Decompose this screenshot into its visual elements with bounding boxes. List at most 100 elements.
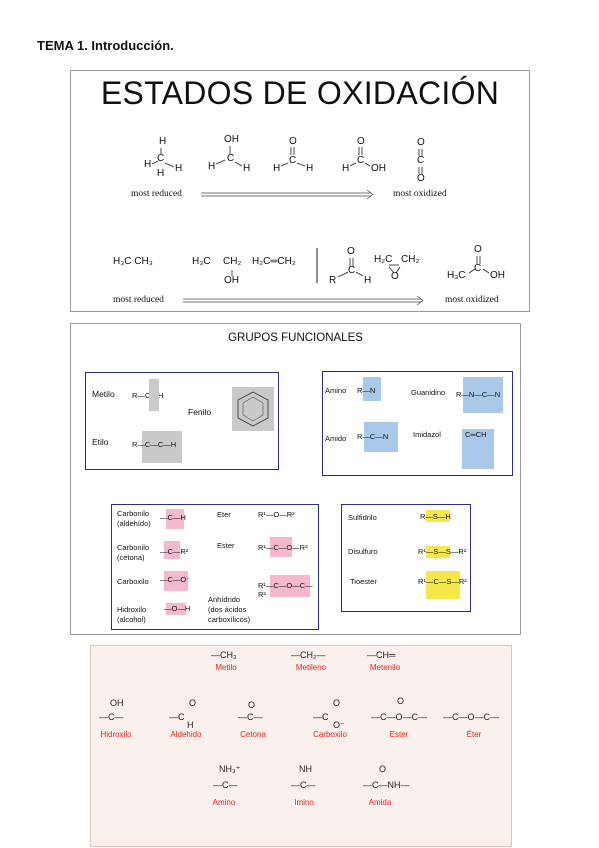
formula-disulfuro: R¹—S—S—R² — [418, 547, 467, 556]
summary-amida-top: O — [379, 764, 387, 774]
formula-cetona: —C—R² — [160, 547, 189, 556]
summary-metilo-label: Metilo — [215, 663, 237, 672]
group-summary-figure: —CH₃ Metilo —CH₂— Metileno —CH═ Metenilo… — [90, 645, 512, 847]
label-etilo: Etilo — [92, 437, 109, 447]
epoxide-ch2: CH₂ — [401, 254, 420, 265]
summary-amino-formula: —C— — [213, 780, 238, 790]
box-oxygen-groups: Carbonilo (aldehído) —C—H Carbonilo (cet… — [111, 504, 319, 630]
formic-h: H — [342, 163, 350, 174]
summary-amida-formula: —C—NH— — [363, 780, 410, 790]
label-carbonilo-cetona: Carbonilo (cetona) — [117, 543, 150, 562]
summary-amida-label: Amida — [368, 798, 392, 807]
summary-carboxilo-formula: —C — [313, 712, 329, 722]
summary-metileno-formula: —CH₂— — [291, 650, 326, 660]
summary-imino-formula: —C— — [291, 780, 316, 790]
label-amido: Amido — [325, 434, 347, 443]
formula-aldehido: —C—H — [160, 513, 186, 522]
summary-amino-top: NH₃⁺ — [219, 764, 241, 774]
formula-hidroxilo: —O—H — [164, 604, 191, 613]
formic-o: O — [357, 136, 365, 147]
formula-carboxilo: —C—O⁻ — [160, 575, 191, 584]
row1-structures: H H C H H OH H C H O H C H O H C OH O C … — [71, 71, 529, 311]
formula-amino: R—N — [357, 386, 376, 395]
tioester-highlight — [426, 571, 460, 599]
ethanol-ch2: CH₂ — [223, 256, 242, 267]
formula-etilo: R—C—C—H — [132, 440, 177, 449]
row2-most-oxidized: most oxidized — [445, 295, 499, 305]
oxidation-title: ESTADOS DE OXIDACIÓN — [100, 75, 500, 111]
methanol-oh: OH — [224, 134, 239, 145]
formaldehyde-right-h: H — [306, 163, 314, 174]
groups-title: GRUPOS FUNCIONALES — [228, 332, 363, 344]
summary-carboxilo-label: Carboxilo — [313, 730, 347, 739]
summary-aldehido-formula: —C — [169, 712, 185, 722]
ethane: H₃C CH₃ — [113, 256, 153, 267]
label-ester: Ester — [217, 541, 235, 550]
metilo-highlight — [149, 379, 159, 411]
formula-sulfidrilo: R—S—H — [420, 512, 451, 521]
summary-hidroxilo-label: Hidroxilo — [100, 730, 132, 739]
row2-most-reduced: most reduced — [113, 295, 164, 305]
summary-carboxilo-bottom: O⁻ — [333, 720, 345, 730]
row1-most-oxidized: most oxidized — [393, 189, 447, 199]
box-hydrocarbon-groups: Metilo R—C—H Etilo R—C—C—H Fenilo — [85, 372, 279, 470]
methane-right-h: H — [175, 163, 183, 174]
summary-carboxilo-top: O — [333, 698, 341, 708]
summary-eter-formula: —C—O—C— — [443, 712, 499, 722]
summary-ester-label: Ester — [389, 730, 409, 739]
label-carboxilo: Carboxilo — [117, 577, 149, 586]
summary-amino-label: Amino — [212, 798, 236, 807]
cetona-highlight — [164, 541, 180, 559]
co2-c: C — [417, 155, 425, 166]
carboxilo-highlight — [164, 571, 188, 591]
methane-bottom-h: H — [157, 168, 165, 179]
aldehyde-r: R — [329, 275, 337, 286]
fenilo-highlight — [232, 387, 274, 431]
summary-cetona-top: O — [248, 700, 256, 710]
box-sulfur-groups: Sulfidrilo R—S—H Disulfuro R¹—S—S—R² Tio… — [341, 504, 471, 612]
summary-aldehido-label: Aldehido — [170, 730, 202, 739]
guanidino-highlight — [463, 377, 503, 413]
acid-h3c: H₃C — [447, 270, 466, 281]
ethene: H₂C═CH₂ — [252, 256, 296, 267]
summary-imino-label: Imino — [294, 798, 314, 807]
summary-hidroxilo-formula: —C— — [99, 712, 124, 722]
label-carbonilo-aldehido: Carbonilo (aldehído) — [117, 509, 151, 528]
formula-anhidrido: R¹—C—O—C—R² — [258, 581, 313, 599]
summary-aldehido-bottom: H — [187, 720, 194, 730]
ethanol-oh: OH — [224, 275, 239, 286]
formula-amido: R—C—N — [357, 432, 389, 441]
methanol-h: H — [208, 161, 216, 172]
formula-eter: R¹—O—R² — [258, 510, 295, 519]
row-bonds-and-arrows — [151, 146, 490, 306]
methanol-right-h: H — [243, 163, 251, 174]
aldehido-highlight — [166, 509, 184, 529]
methane-top-h: H — [159, 136, 167, 147]
sulfidrilo-highlight — [426, 510, 450, 522]
label-eter: Eter — [217, 510, 231, 519]
label-tioester: Tioester — [350, 577, 377, 586]
formula-imidazol: C═CH — [465, 430, 487, 439]
row1-most-reduced: most reduced — [131, 189, 182, 199]
summary-hidroxilo-top: OH — [110, 698, 124, 708]
summary-ester-top: O — [397, 696, 405, 706]
acid-c: C — [474, 263, 482, 274]
formic-carbon: C — [357, 155, 365, 166]
summary-metenilo-formula: —CH═ — [367, 650, 396, 660]
summary-metenilo-label: Metenilo — [369, 663, 401, 672]
etilo-highlight — [142, 431, 182, 463]
ester-highlight — [270, 537, 292, 557]
epoxide-h2c: H₂C — [374, 254, 393, 265]
epoxide-o: O — [391, 271, 399, 282]
formula-ester: R¹—C—O—R² — [258, 543, 308, 552]
page-heading: TEMA 1. Introducción. — [37, 38, 174, 53]
methane-left-h: H — [144, 159, 152, 170]
disulfuro-highlight — [426, 546, 450, 558]
acid-o: O — [474, 244, 482, 255]
methanol-carbon: C — [227, 153, 235, 164]
anhidrido-highlight — [270, 575, 310, 597]
summary-aldehido-top: O — [189, 698, 197, 708]
formaldehyde-o: O — [289, 136, 297, 147]
summary-imino-top: NH — [299, 764, 312, 774]
aldehyde-h: H — [364, 275, 372, 286]
